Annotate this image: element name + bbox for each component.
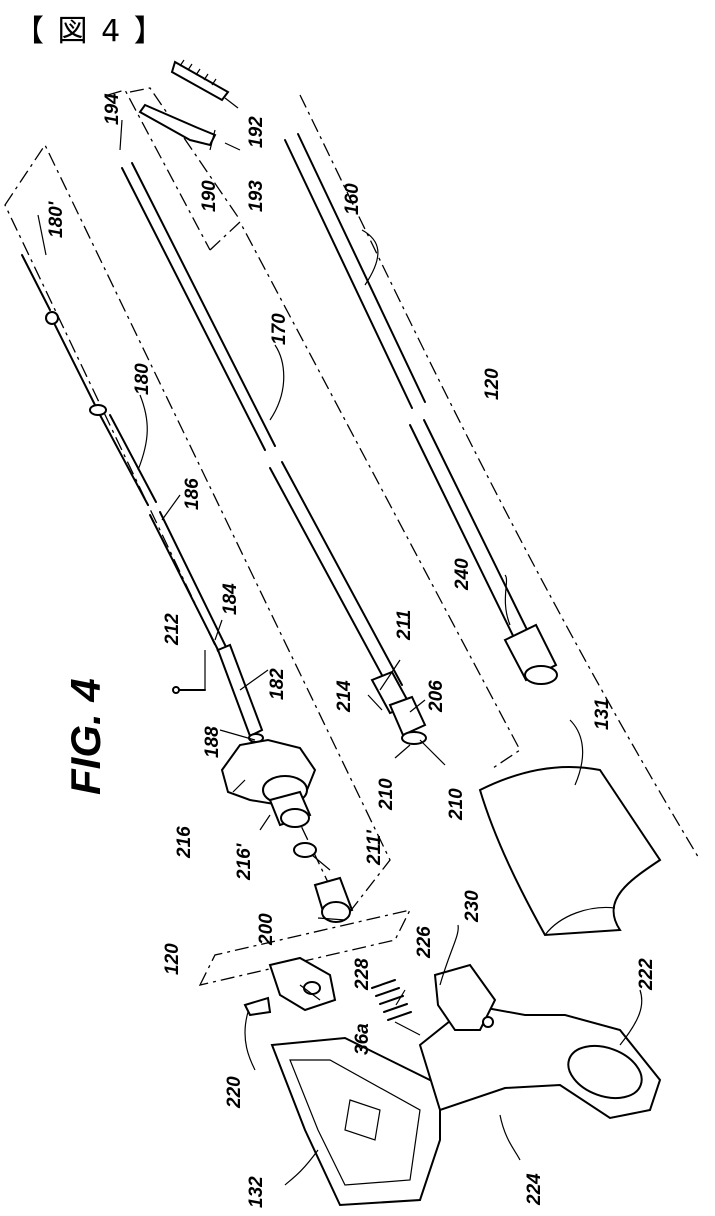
label-184: 184 (220, 583, 241, 615)
label-206: 206 (426, 680, 447, 713)
label-160: 160 (342, 183, 363, 215)
label-240: 240 (452, 558, 473, 591)
bracket-228 (245, 958, 335, 1015)
label-200: 200 (256, 913, 277, 946)
label-182: 182 (267, 668, 288, 700)
label-186: 186 (182, 478, 203, 510)
label-36a: 36a (352, 1023, 373, 1055)
label-170: 170 (269, 313, 290, 345)
label-180p: 180' (46, 200, 67, 238)
handle-222 (420, 965, 660, 1118)
rod-180 (22, 255, 263, 742)
label-188: 188 (202, 726, 223, 758)
label-230: 230 (462, 890, 483, 923)
label-120-bottom: 120 (162, 943, 183, 975)
label-214: 214 (334, 680, 355, 713)
label-132: 132 (246, 1176, 267, 1208)
label-226: 226 (414, 926, 435, 959)
label-216p: 216' (234, 842, 255, 881)
figure-title: FIG. 4 (62, 678, 109, 795)
label-210-a: 210 (376, 778, 397, 811)
label-194: 194 (102, 93, 123, 125)
label-224: 224 (524, 1173, 545, 1206)
label-220: 220 (224, 1076, 245, 1109)
group-box-180 (5, 145, 390, 918)
sleeve-131 (480, 767, 660, 935)
knob-216 (222, 740, 315, 827)
label-192: 192 (246, 116, 267, 148)
housing-132 (272, 1038, 440, 1205)
label-193: 193 (246, 180, 267, 212)
label-228: 228 (352, 958, 373, 991)
tube-170 (122, 163, 426, 744)
label-190: 190 (199, 180, 220, 212)
label-210-b: 210 (446, 788, 467, 821)
label-211p: 211' (364, 829, 385, 866)
collar-200 (315, 878, 352, 922)
label-211: 211 (394, 610, 415, 641)
label-131: 131 (592, 698, 613, 730)
label-216: 216 (174, 826, 195, 859)
spring-226 (372, 980, 411, 1020)
tube-160 (285, 134, 557, 684)
label-222: 222 (636, 958, 657, 991)
label-212: 212 (162, 613, 183, 646)
label-180: 180 (132, 363, 153, 395)
pin-212 (173, 687, 205, 693)
label-120-top: 120 (482, 368, 503, 400)
group-box-170 (108, 90, 520, 770)
